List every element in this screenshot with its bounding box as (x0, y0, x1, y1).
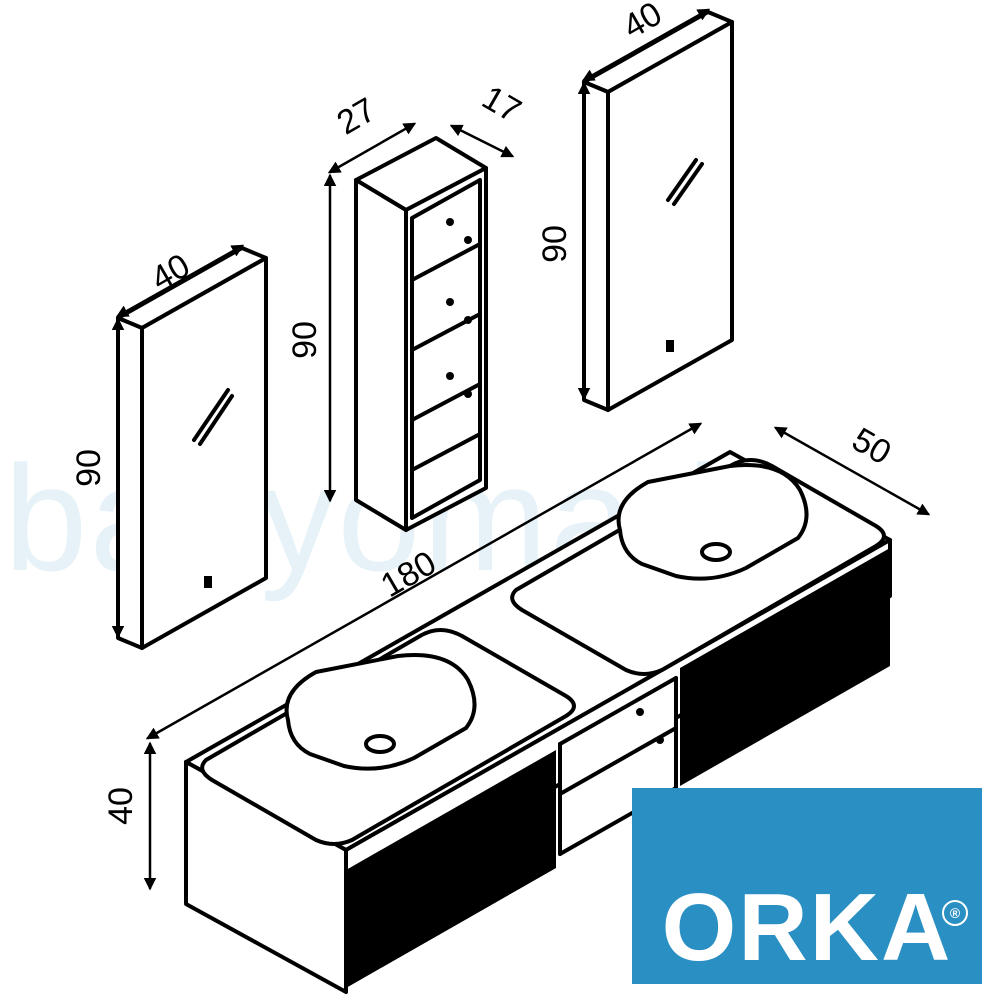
vanity-width-label: 180 (374, 544, 442, 605)
arrow-icon (115, 244, 245, 318)
cabinet-width-label: 27 (331, 91, 383, 143)
vanity-depth-label: 50 (846, 421, 898, 473)
mirror-left-height-label: 90 (70, 449, 108, 487)
left-mirror (111, 244, 268, 650)
tall-cabinet (323, 122, 515, 532)
vanity-unit (143, 422, 931, 994)
orka-logo: ORKA ® (632, 788, 982, 984)
registered-mark: ® (942, 900, 968, 926)
vanity-height-label: 40 (102, 787, 140, 825)
mirror-right-height-label: 90 (536, 225, 574, 263)
cabinet-height-label: 90 (286, 321, 324, 359)
right-mirror (577, 8, 734, 412)
logo-text: ORKA (661, 874, 953, 981)
light-switch-icon (204, 576, 212, 588)
cabinet-depth-label: 17 (476, 79, 528, 131)
